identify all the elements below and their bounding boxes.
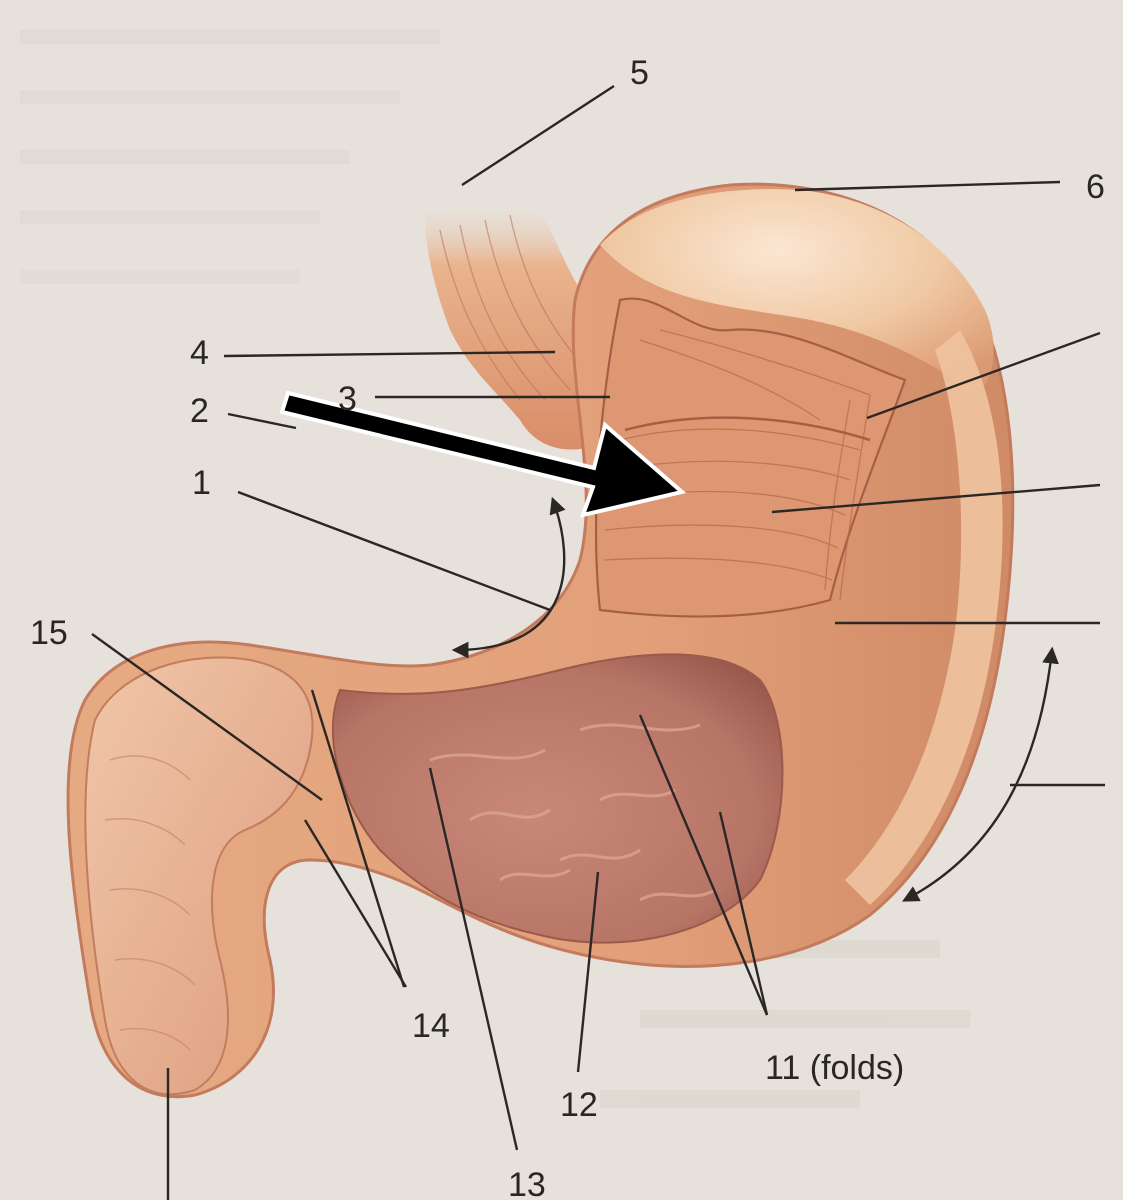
label-1: 1 bbox=[192, 464, 211, 502]
greater-curvature-arrow bbox=[902, 646, 1059, 902]
background-watermark-text bbox=[20, 30, 970, 1108]
label-15: 15 bbox=[30, 614, 68, 652]
label-3: 3 bbox=[338, 380, 357, 418]
lesser-curvature-arrow bbox=[451, 496, 566, 659]
serosa-rim bbox=[845, 330, 1003, 905]
arrow-right-icon bbox=[279, 390, 687, 518]
duodenum bbox=[84, 656, 314, 1096]
label-13: 13 bbox=[508, 1166, 546, 1200]
stomach-illustration bbox=[66, 182, 1015, 1099]
label-12: 12 bbox=[560, 1086, 598, 1124]
fundus bbox=[600, 189, 994, 395]
esophagus bbox=[425, 203, 614, 450]
label-6: 6 bbox=[1086, 168, 1105, 206]
rugae-folds bbox=[429, 723, 716, 902]
label-11-folds: 11 (folds) bbox=[765, 1049, 904, 1087]
label-14: 14 bbox=[412, 1007, 450, 1045]
label-2: 2 bbox=[190, 392, 209, 430]
part-labels: 5 6 4 3 2 1 15 14 13 12 11 (folds) bbox=[30, 54, 1105, 1200]
leader-lines bbox=[91, 84, 1105, 1200]
gastric-mucosa bbox=[331, 653, 784, 944]
muscle-layer-oblique bbox=[594, 297, 907, 618]
label-4: 4 bbox=[190, 334, 209, 372]
label-5: 5 bbox=[630, 54, 649, 92]
